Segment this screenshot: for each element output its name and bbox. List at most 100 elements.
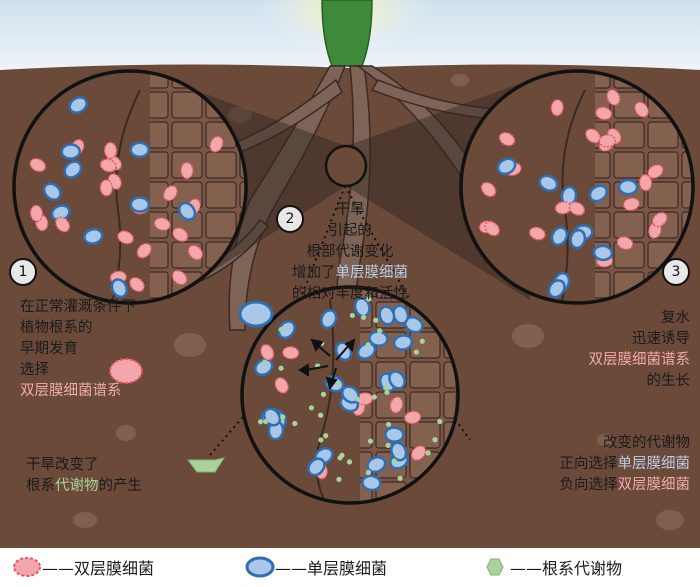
drought-caption-line4: 增加了单层膜细菌 [292, 265, 409, 281]
metabolite-dot [263, 418, 269, 425]
single-membrane-bacterium [129, 196, 151, 213]
metabolite-dot [280, 414, 286, 420]
single-membrane-bacterium [569, 228, 587, 250]
double-membrane-bacterium [29, 204, 44, 223]
single-membrane-bacterium [388, 370, 406, 390]
double-membrane-bacterium [187, 244, 204, 261]
metab-caption-line2: 根系代谢物的产生 [26, 478, 142, 494]
single-membrane-bacterium [617, 178, 639, 196]
double-membrane-bacterium [528, 226, 546, 241]
drought-caption-line5: 的相对丰度和活性 [292, 286, 408, 302]
single-membrane-bacterium [390, 441, 408, 462]
single-membrane-bacterium [254, 358, 274, 377]
double-membrane-bacterium [498, 131, 516, 147]
double-membrane-bacterium [598, 134, 617, 148]
metabolite-dot [335, 381, 342, 387]
rewater-caption-line1: 复水 [661, 310, 690, 326]
double-membrane-bacterium [103, 141, 118, 160]
marker-2: 2 [276, 205, 304, 233]
zoom-origin-circle [324, 144, 368, 188]
metabolite-change-caption: 干旱改变了 根系代谢物的产生 [26, 455, 226, 497]
metabolite-dot [384, 389, 390, 396]
metabolite-dot [318, 412, 324, 418]
metabolite-dot [278, 365, 284, 371]
metabolite-dot [336, 476, 342, 482]
double-membrane-bacterium [282, 345, 300, 360]
single-membrane-bacterium-large [238, 300, 274, 328]
soil-pebbles [73, 74, 684, 530]
single-membrane-bacterium [547, 279, 566, 299]
metabolite-dot [308, 405, 315, 411]
single-membrane-bacterium [538, 174, 559, 192]
double-membrane-bacterium-large [109, 358, 143, 384]
single-membrane-bacterium [129, 141, 150, 159]
double-membrane-bacterium [403, 410, 422, 425]
metabolite-dot [292, 420, 298, 427]
single-membrane-bacterium [63, 160, 83, 179]
double-membrane-bacterium [99, 158, 117, 173]
double-membrane-bacterium [638, 173, 653, 192]
metabolite-dot [432, 437, 438, 443]
legend-double-label: ——双层膜细菌 [42, 559, 155, 578]
plant-stem [321, 0, 373, 67]
drought-caption-line1: 干旱 [335, 202, 365, 218]
scene-illustration [0, 0, 700, 548]
legend-single-membrane: ——单层膜细菌 [245, 552, 387, 582]
double-membrane-bacterium [171, 269, 188, 286]
rewater-caption-line3: 双层膜细菌谱系 [588, 352, 691, 368]
double-membrane-bacterium [209, 135, 224, 153]
double-membrane-bacterium [172, 227, 189, 243]
double-membrane-bacterium [595, 106, 613, 121]
normal-caption-line1: 在正常灌溉条件下 [20, 299, 136, 315]
single-membrane-bacterium [588, 184, 608, 203]
double-membrane-bacterium [136, 242, 152, 259]
metabolite-dot [278, 327, 284, 333]
rewatering-caption: 复水 迅速诱导 双层膜细菌谱系 的生长 [500, 308, 691, 392]
metabolite-dot [385, 442, 391, 448]
single-membrane-bacterium [307, 457, 326, 477]
highlight-positive-single: 单层膜细菌 [617, 456, 691, 472]
highlight-negative-double: 双层膜细菌 [617, 477, 691, 493]
metabolite-dot [383, 385, 389, 391]
double-membrane-bacterium [54, 216, 71, 233]
double-membrane-bacterium [260, 343, 275, 361]
double-membrane-bacterium [616, 236, 634, 251]
metabolite-dot [323, 433, 329, 439]
legend-double-membrane: ——双层膜细菌 [12, 552, 154, 582]
double-membrane-bacterium [153, 217, 171, 232]
metabolite-hexagon [187, 457, 226, 473]
metabolite-dot [262, 359, 268, 365]
metabolite-dot [339, 452, 345, 458]
metabolite-dot [361, 314, 367, 320]
single-membrane-bacterium [277, 320, 296, 340]
single-membrane-bacterium [378, 305, 396, 326]
normal-caption-line3: 早期发育 [20, 341, 78, 357]
legend: ——双层膜细菌 ——单层膜细菌 ——根系代谢物 [0, 548, 700, 587]
metabolite-dot [373, 317, 379, 323]
normal-caption-line4: 选择 [20, 362, 49, 378]
single-membrane-bacterium [42, 182, 62, 201]
metabolite-dot [318, 437, 324, 443]
metabolite-dot [371, 394, 377, 400]
legend-metabolite-label: ——根系代谢物 [510, 559, 623, 578]
double-membrane-bacterium [480, 181, 497, 198]
normal-irrigation-caption: 在正常灌溉条件下 植物根系的 早期发育 选择 双层膜细菌谱系 [20, 297, 210, 402]
metabolite-dot [377, 328, 383, 334]
double-membrane-bacterium [651, 211, 668, 228]
metabolite-dot [419, 338, 425, 344]
single-membrane-bacterium [320, 309, 338, 330]
highlight-single-membrane: 单层膜细菌 [335, 265, 409, 281]
single-membrane-bacterium [384, 426, 405, 443]
double-membrane-icon [13, 557, 41, 577]
select-caption-line2: 正向选择单层膜细菌 [559, 456, 691, 472]
zoom-circle-drought [240, 285, 460, 505]
selection-caption: 改变的代谢物 正向选择单层膜细菌 负向选择双层膜细菌 [460, 433, 691, 496]
metabolite-dot [320, 391, 327, 397]
single-membrane-bacterium [178, 201, 197, 221]
metabolite-dot [349, 312, 355, 319]
drought-caption-line3: 根部代谢变化 [306, 244, 394, 260]
double-membrane-bacterium [129, 276, 145, 293]
select-caption-line3: 负向选择双层膜细菌 [559, 477, 691, 493]
metabolite-dot [413, 349, 419, 355]
metabolite-dot [355, 396, 361, 402]
